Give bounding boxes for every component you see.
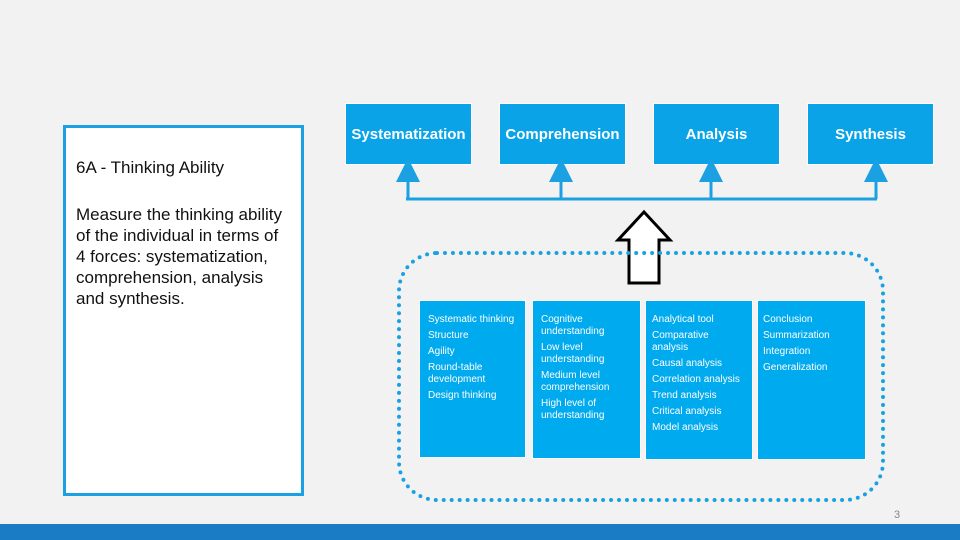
force-box-comprehension: Comprehension <box>499 103 626 165</box>
list-item: Analytical tool <box>652 314 714 325</box>
panel-description: Measure the thinking ability of the indi… <box>76 205 283 308</box>
page-number: 3 <box>894 509 901 521</box>
list-item: Conclusion <box>763 314 813 325</box>
list-item: High level of understanding <box>541 398 605 421</box>
column-analysis: Analytical tool Comparative analysis Cau… <box>645 300 753 460</box>
description-panel: 6A - Thinking Ability Measure the thinki… <box>63 125 304 496</box>
list-item: Trend analysis <box>652 390 717 401</box>
dotted-frame <box>397 251 885 502</box>
list-item: Medium level comprehension <box>541 370 610 393</box>
force-box-synthesis: Synthesis <box>807 103 934 165</box>
list-item: Correlation analysis <box>652 374 740 385</box>
list-item: Model analysis <box>652 422 719 433</box>
list-item: Low level understanding <box>541 342 605 365</box>
bottom-bar <box>0 524 960 540</box>
list-item: Integration <box>763 346 811 357</box>
list-item: Summarization <box>763 330 830 341</box>
up-arrow-icon <box>614 209 674 285</box>
list-item: Cognitive understanding <box>541 314 605 337</box>
list-item: Agility <box>428 346 455 357</box>
list-item: Systematic thinking <box>428 314 515 325</box>
column-comprehension: Cognitive understanding Low level unders… <box>532 300 641 459</box>
list-item: Critical analysis <box>652 406 722 417</box>
list-item: Generalization <box>763 362 828 373</box>
column-systematization: Systematic thinking Structure Agility Ro… <box>419 300 526 458</box>
list-item: Structure <box>428 330 469 341</box>
list-item: Round-table development <box>428 362 486 385</box>
list-item: Causal analysis <box>652 358 723 369</box>
panel-title: 6A - Thinking Ability <box>76 158 225 177</box>
list-item: Design thinking <box>428 390 497 401</box>
column-synthesis: Conclusion Summarization Integration Gen… <box>757 300 866 460</box>
list-item: Comparative analysis <box>652 330 709 353</box>
